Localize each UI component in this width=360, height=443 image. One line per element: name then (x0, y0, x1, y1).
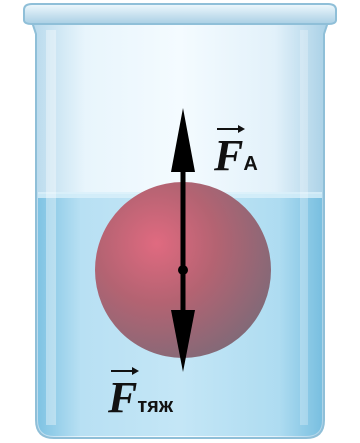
buoyant-force-label: FA (214, 125, 258, 180)
vector-arrow-icon (111, 367, 139, 375)
glass-highlight (46, 30, 56, 425)
glass-highlight (300, 30, 308, 425)
gravity-force-label: Fтяж (108, 367, 174, 422)
arrow-down-icon (171, 270, 195, 372)
force-symbol: F (214, 131, 244, 180)
center-point (178, 265, 188, 275)
force-subscript: тяж (137, 395, 174, 417)
force-symbol: F (108, 373, 138, 422)
vector-arrow-icon (217, 125, 245, 133)
arrow-up-icon (171, 108, 195, 270)
force-subscript: A (243, 153, 258, 175)
